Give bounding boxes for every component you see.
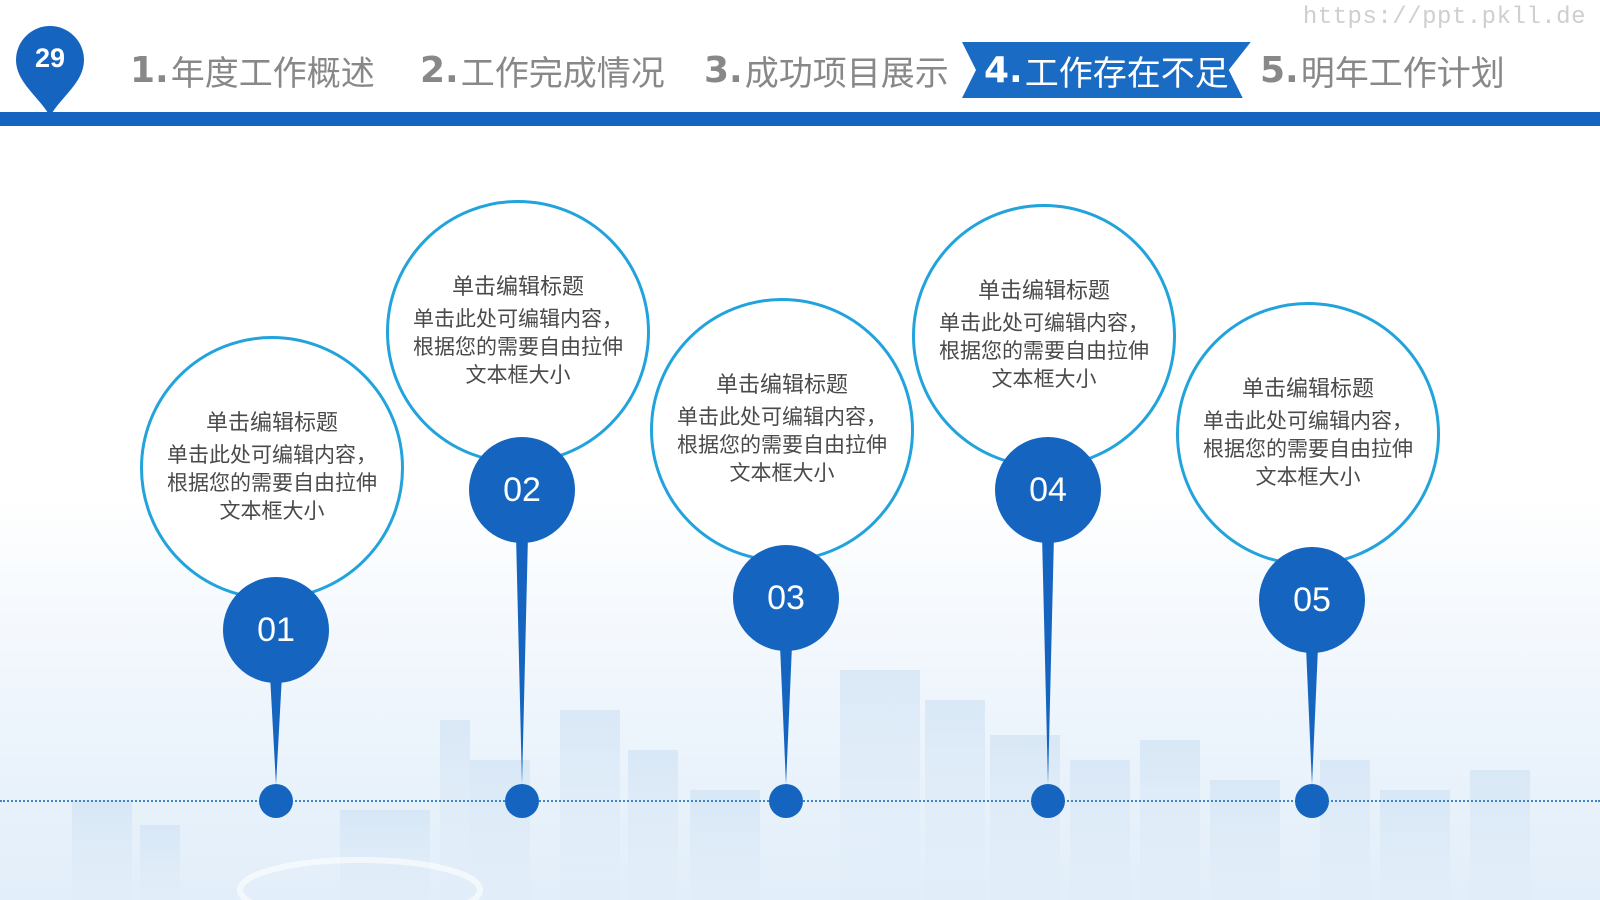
timeline-dot — [1295, 784, 1329, 818]
nav-tab-1[interactable]: 1. 年度工作概述 — [130, 40, 375, 100]
item-title[interactable]: 单击编辑标题 — [715, 373, 848, 398]
item-number-circle: 03 — [733, 545, 839, 651]
pin-stem — [270, 675, 282, 785]
content-circle: 单击编辑标题 单击此处可编辑内容，根据您的需要自由拉伸文本框大小 — [1176, 302, 1440, 566]
timeline-dot — [769, 784, 803, 818]
pin-stem — [516, 535, 528, 785]
content-circle: 单击编辑标题 单击此处可编辑内容，根据您的需要自由拉伸文本框大小 — [912, 204, 1176, 468]
nav-tab-number: 5. — [1260, 49, 1299, 91]
nav-tab-label: 工作存在不足 — [1024, 53, 1229, 94]
item-number-circle: 04 — [995, 437, 1101, 543]
item-number-circle: 02 — [469, 437, 575, 543]
item-number-circle: 01 — [223, 577, 329, 683]
item-number-circle: 05 — [1259, 547, 1365, 653]
item-description[interactable]: 单击此处可编辑内容，根据您的需要自由拉伸文本框大小 — [413, 307, 623, 387]
nav-tab-number: 4. — [984, 49, 1023, 91]
item-description[interactable]: 单击此处可编辑内容，根据您的需要自由拉伸文本框大小 — [677, 405, 887, 485]
nav-tab-number: 3. — [704, 49, 743, 91]
item-description[interactable]: 单击此处可编辑内容，根据您的需要自由拉伸文本框大小 — [939, 311, 1149, 391]
content-circle: 单击编辑标题 单击此处可编辑内容，根据您的需要自由拉伸文本框大小 — [650, 298, 914, 562]
nav-tab-label: 工作完成情况 — [460, 53, 665, 94]
nav-tab-label: 成功项目展示 — [744, 53, 949, 94]
nav-tab-number: 1. — [130, 49, 169, 91]
header-divider-bar — [0, 112, 1600, 126]
nav-tab-4-active[interactable]: 4. 工作存在不足 — [984, 40, 1229, 100]
item-title[interactable]: 单击编辑标题 — [1241, 377, 1374, 402]
watermark-text: https://ppt.pkll.de — [1302, 4, 1586, 31]
pin-stem — [1042, 535, 1054, 785]
nav-tab-number: 2. — [420, 49, 459, 91]
timeline-dot — [259, 784, 293, 818]
content-circle: 单击编辑标题 单击此处可编辑内容，根据您的需要自由拉伸文本框大小 — [386, 200, 650, 464]
item-title[interactable]: 单击编辑标题 — [451, 275, 584, 300]
nav-tab-2[interactable]: 2. 工作完成情况 — [420, 40, 665, 100]
item-title[interactable]: 单击编辑标题 — [977, 279, 1110, 304]
pin-stem — [1306, 647, 1318, 785]
page-number: 29 — [34, 42, 66, 73]
nav-tab-label: 明年工作计划 — [1300, 53, 1505, 94]
content-circle: 单击编辑标题 单击此处可编辑内容，根据您的需要自由拉伸文本框大小 — [140, 336, 404, 600]
nav-tab-3[interactable]: 3. 成功项目展示 — [704, 40, 949, 100]
item-description[interactable]: 单击此处可编辑内容，根据您的需要自由拉伸文本框大小 — [1203, 409, 1413, 489]
timeline-dot — [1031, 784, 1065, 818]
page-number-badge: 29 — [14, 24, 86, 128]
city-skyline-background — [72, 670, 1530, 900]
item-title[interactable]: 单击编辑标题 — [205, 411, 338, 436]
nav-tab-5[interactable]: 5. 明年工作计划 — [1260, 40, 1505, 100]
section-nav: 1. 年度工作概述 2. 工作完成情况 3. 成功项目展示 4. 工作存在不足 … — [0, 40, 1600, 100]
item-description[interactable]: 单击此处可编辑内容，根据您的需要自由拉伸文本框大小 — [167, 443, 377, 523]
nav-tab-label: 年度工作概述 — [170, 53, 375, 94]
timeline-dot — [505, 784, 539, 818]
pin-stem — [780, 645, 792, 785]
